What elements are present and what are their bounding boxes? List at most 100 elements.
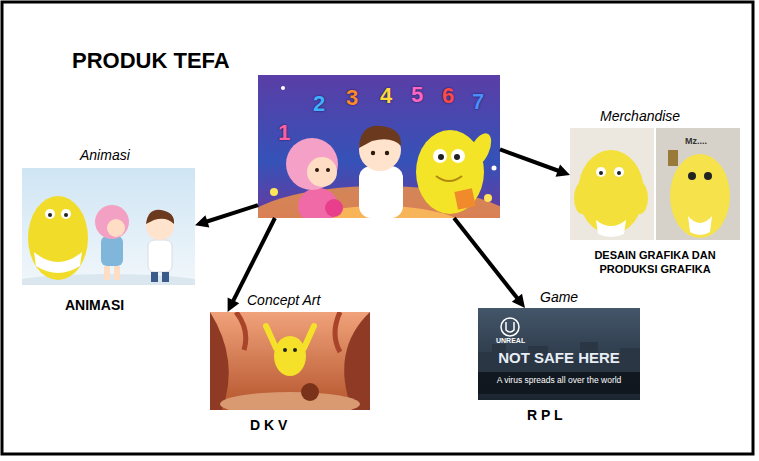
concept-art-picture [210,312,370,410]
diagram-title: PRODUK TEFA [72,48,230,74]
section-heading: Game [540,289,578,306]
animation-picture-shape [45,209,55,219]
concept-art-picture-shape [220,392,360,410]
animation-picture-shape [61,209,71,219]
department-label: ANIMASI [65,297,124,314]
merchandise-picture [570,128,740,240]
animation-picture-shape [162,272,169,282]
game-tagline: A virus spreads all over the world [478,375,640,385]
concept-art-picture-shape [335,312,340,352]
merchandise-picture-shape [688,216,712,235]
merchandise-picture-shape [656,128,740,240]
center-picture-shape [359,126,401,148]
center-picture-shape [371,151,375,155]
merchandise-picture-shape [596,220,626,237]
center-picture-shape [438,154,444,160]
concept-art-picture-shape [293,348,297,352]
merchandise-picture-shape [688,172,696,180]
animation-picture-shape [64,213,68,217]
number-text: 6 [442,83,454,109]
game-picture-shape [501,318,519,336]
tag-text: Mz.... [685,136,707,147]
animation-picture-shape [151,272,158,282]
center-picture-shape [433,149,447,163]
game-picture-shape [506,322,514,332]
number-text: 7 [472,89,484,115]
merchandise-picture-shape [670,154,730,238]
center-picture-shape [484,194,492,202]
center-picture-shape [307,157,337,187]
number-text: 1 [278,120,290,146]
frame [2,2,753,454]
merchandise-picture-shape [574,182,590,214]
arrow-head [556,164,570,176]
merchandise-box: MerchandiseDESAIN GRAFIKA DAN PRODUKSI G… [570,128,740,240]
department-label: D K V [250,417,287,434]
animation-picture-shape [146,210,174,224]
game-picture-shape [478,372,640,394]
merchandise-picture-shape [570,128,654,240]
arrow-connector [195,205,258,227]
merchandise-picture-shape [614,167,624,177]
center-picture-shape [436,176,462,181]
section-heading: Merchandise [600,108,680,125]
number-text: 4 [380,83,392,109]
center-picture-shape [451,149,465,163]
section-heading: Concept Art [247,292,320,309]
arrow-head [228,297,240,312]
animation-picture-shape [95,205,129,239]
center-picture-shape [385,151,389,155]
department-label: DESAIN GRAFIKA DAN PRODUKSI GRAFIKA [565,248,745,277]
center-picture-shape [454,188,475,209]
center-picture-shape [492,166,497,171]
game-title: NOT SAFE HERE [478,349,640,367]
merchandise-picture-shape [704,172,712,180]
center-picture-shape [454,154,460,160]
number-text: 5 [411,82,423,108]
animation-picture-shape [114,266,120,280]
merchandise-picture-shape [596,167,606,177]
concept-art-picture-shape [344,312,370,410]
animation-picture-shape [48,213,52,217]
center-picture [258,75,500,218]
center-picture-shape [315,168,319,172]
animation-box: AnimasiANIMASI [22,168,195,285]
logo-text: UNREAL [496,337,525,345]
arrow-line [233,218,275,302]
merchandise-picture-shape [599,171,603,175]
center-picture-shape [270,188,278,196]
center-picture-shape [325,199,343,217]
concept-art-picture-shape [283,348,287,352]
center-picture-box: 1234567 [258,75,500,218]
center-picture-shape [359,166,403,218]
concept-art-picture-shape [236,312,246,350]
center-picture-shape [281,86,285,90]
center-picture-shape [326,168,330,172]
section-heading: Animasi [80,147,130,164]
animation-picture-shape [104,266,110,280]
game-picture [478,308,640,400]
game-picture-shape [478,342,640,372]
concept-art-picture-shape [274,336,306,376]
arrow-line [205,205,258,222]
concept-art-picture-shape [210,312,229,410]
concept-art-picture-shape [304,326,314,348]
arrow-head [195,215,209,227]
animation-picture [22,168,195,285]
center-picture-shape [286,138,338,190]
merchandise-picture-shape [668,150,678,166]
game-picture-shape [478,308,640,400]
number-text: 3 [346,85,358,111]
merchandise-picture-shape [632,182,648,214]
merchandise-picture-shape [617,171,621,175]
animation-picture-shape [107,219,125,237]
arrow-head [512,294,525,308]
arrow-connector [454,218,525,308]
arrow-line [500,149,560,171]
department-label: R P L [527,407,563,424]
animation-picture-shape [101,236,123,266]
game-box: GameUNREALNOT SAFE HEREA virus spreads a… [478,308,640,400]
animation-picture-shape [148,240,172,272]
animation-picture-shape [22,168,195,285]
